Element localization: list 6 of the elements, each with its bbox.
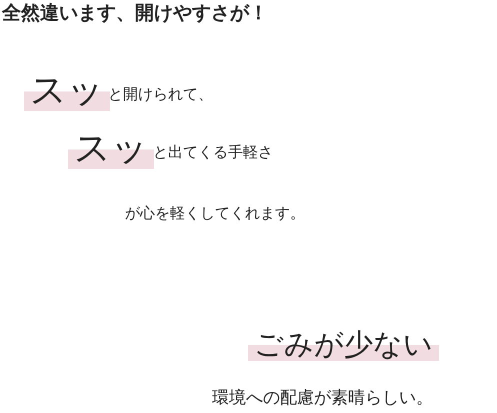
emphasis-heading: ごみが少ない bbox=[248, 328, 439, 362]
heading: 全然違います、開けやすさが！ bbox=[2, 3, 268, 25]
body-text: が心を軽くしてくれます。 bbox=[125, 205, 305, 222]
body-text: 環境への配慮が素晴らしい。 bbox=[212, 389, 433, 409]
body-text: と出てくる手軽さ bbox=[153, 144, 273, 162]
body-text: と開けられて、 bbox=[108, 86, 213, 104]
